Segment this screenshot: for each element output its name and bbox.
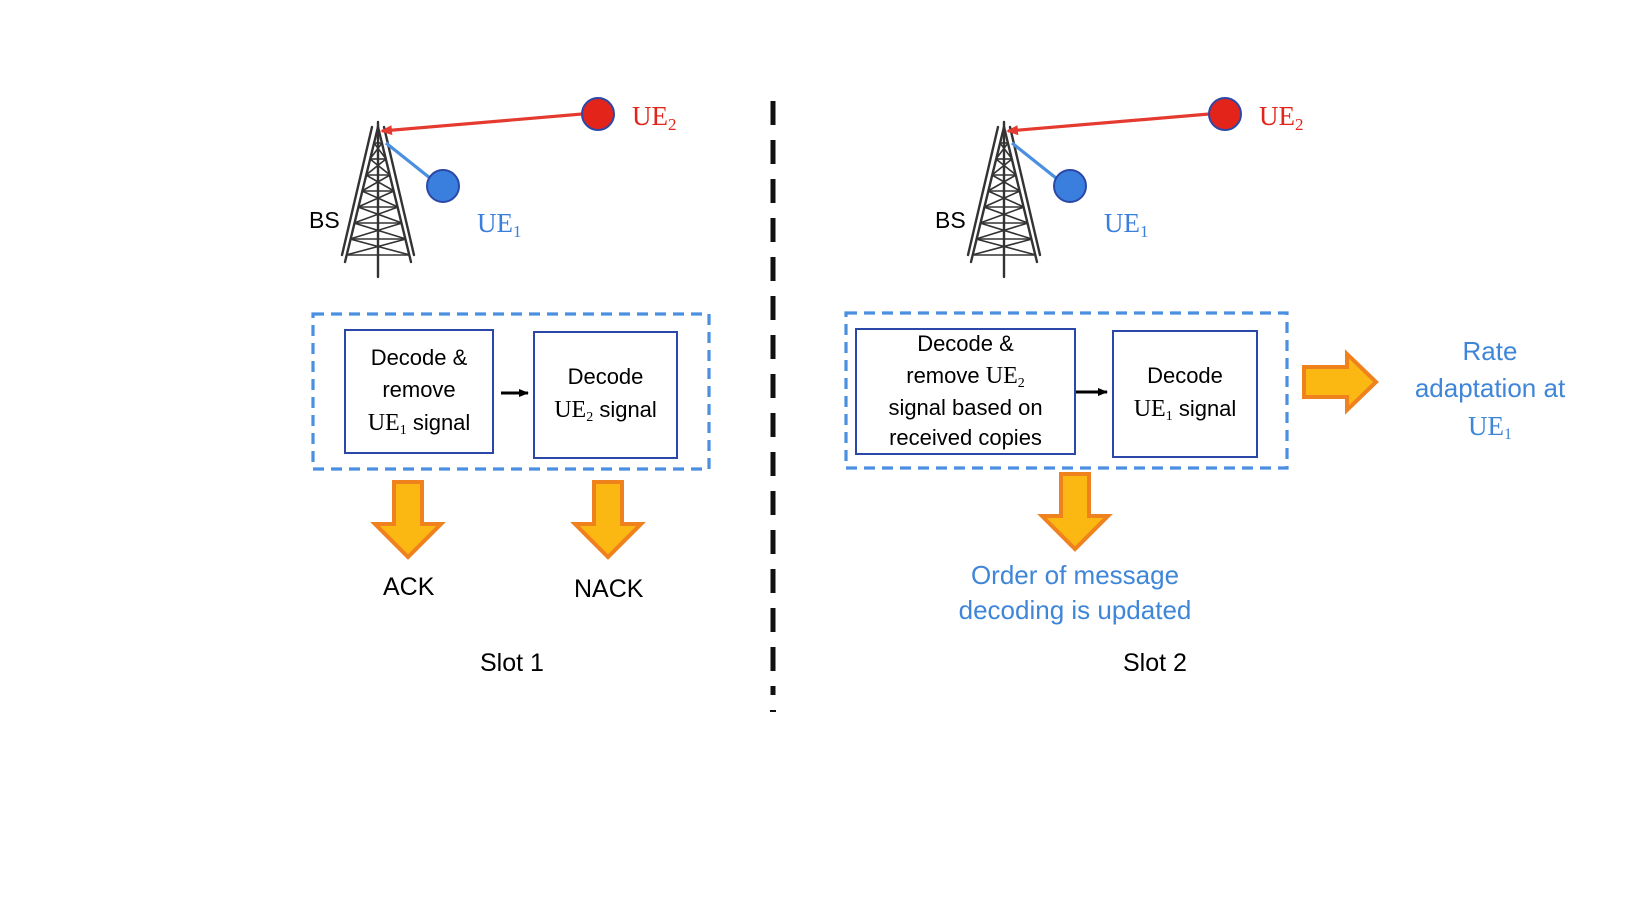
decode-ue2-box: Decode UE2 signal [533,331,678,459]
decode-remove-ue2-box: Decode & remove UE2 signal based on rece… [855,328,1076,455]
ue1-label: UE1 [477,208,522,241]
bs-label: BS [935,207,966,233]
ue2-uplink [380,111,595,136]
tower-icon [340,120,416,279]
ue1-dot-icon [426,169,460,203]
ack-label: ACK [383,573,435,601]
ue2-dot-icon [1208,97,1242,131]
order-updated-text: Order of message decoding is updated [958,560,1192,626]
ue2-dot-icon [581,97,615,131]
decode-ue1-box: Decode UE1 signal [1112,330,1258,458]
ue2-uplink [1006,111,1222,136]
slot2-label: Slot 2 [1123,649,1187,677]
right-arrow-icon [1302,349,1379,415]
down-arrow-icon [573,480,643,559]
down-arrow-icon [1040,472,1110,551]
decode-remove-ue1-box: Decode & remove UE1 signal [344,329,494,454]
ue2-label: UE2 [1259,101,1304,134]
tower-icon [966,120,1042,279]
receiver-dashed-box [844,311,1289,470]
nack-label: NACK [574,575,644,603]
ue1-dot-icon [1053,169,1087,203]
receiver-dashed-box [311,312,711,471]
slot1-label: Slot 1 [480,649,544,677]
rate-adaptation-text: Rate adaptation at UE1 [1414,336,1566,443]
ue1-label: UE1 [1104,208,1149,241]
ue2-label: UE2 [632,101,677,134]
bs-label: BS [309,207,340,233]
down-arrow-icon [373,480,443,559]
